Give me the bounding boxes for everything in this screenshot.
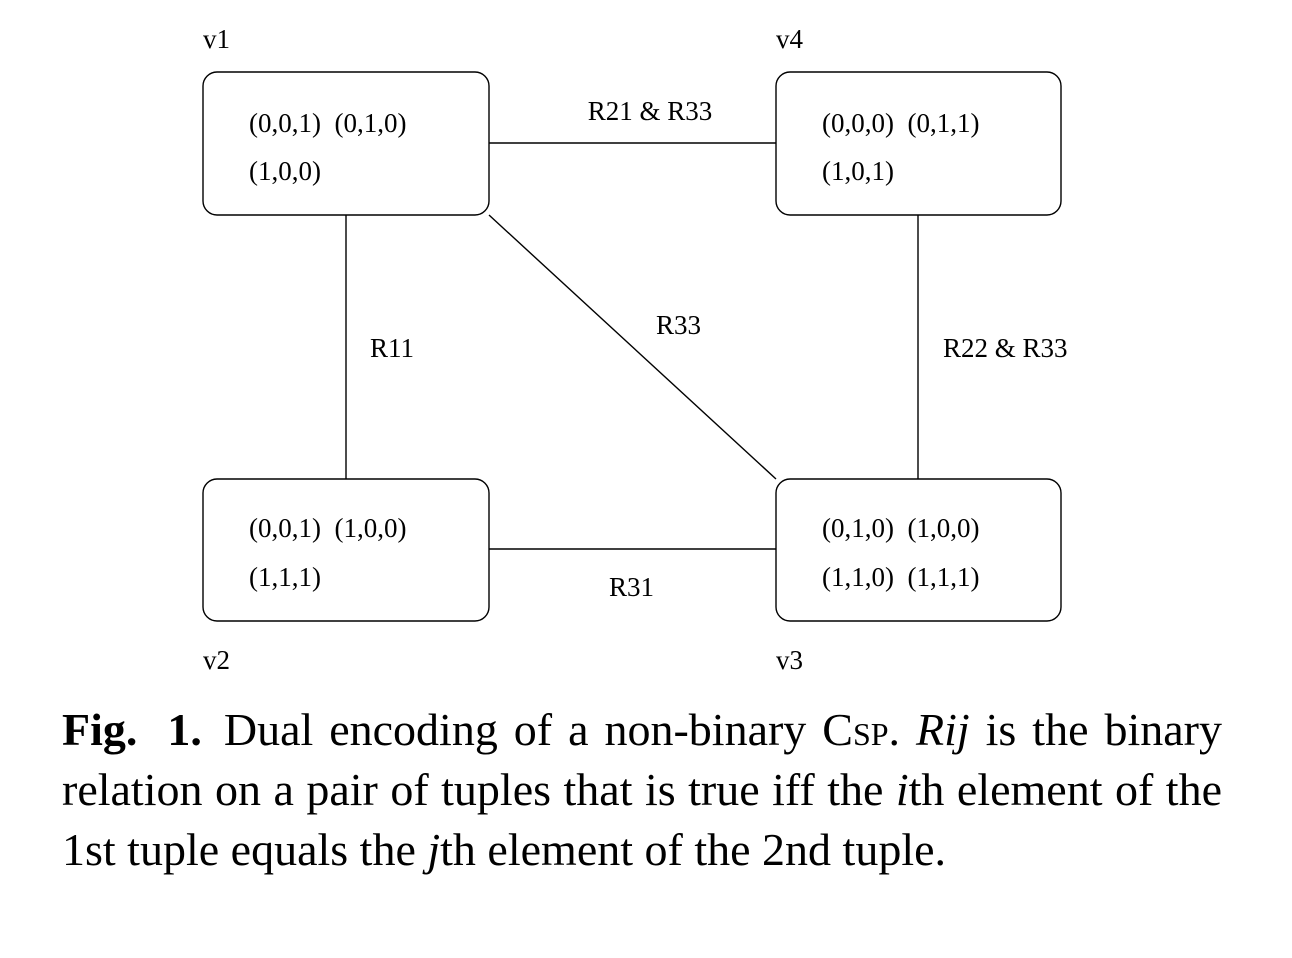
node-v4-label: v4 <box>776 24 804 54</box>
node-v1-label: v1 <box>203 24 230 54</box>
node-v3-tuples-line1: (0,1,0) (1,0,0) <box>822 513 979 543</box>
node-v4-box <box>775 71 1062 216</box>
node-v2-tuples-line1: (0,0,1) (1,0,0) <box>249 513 406 543</box>
caption-text-2: . <box>888 704 917 755</box>
node-v1: (0,0,1) (0,1,0) (1,0,0) v1 <box>202 24 490 216</box>
node-v4: (0,0,0) (0,1,1) (1,0,1) v4 <box>775 24 1062 216</box>
caption-text-5: th element of the 2nd tuple. <box>440 824 947 875</box>
node-v1-box <box>202 71 490 216</box>
caption-text-1: Dual encoding of a non-binary <box>223 704 823 755</box>
edge-v1-v3 <box>488 214 777 480</box>
node-v2-box <box>202 478 490 622</box>
node-v1-tuples-line1: (0,0,1) (0,1,0) <box>249 108 406 138</box>
caption-label: Fig. 1. <box>62 704 202 755</box>
caption-j: j <box>427 824 441 875</box>
dual-encoding-diagram: R21 & R33 R11 R33 R22 & R33 R31 (0,0,1) … <box>202 24 1068 675</box>
node-v1-tuples-line2: (1,0,0) <box>249 156 321 186</box>
edge-label-v1-v2: R11 <box>370 333 414 363</box>
node-v4-tuples-line1: (0,0,0) (0,1,1) <box>822 108 979 138</box>
caption-csp: Csp <box>822 704 889 755</box>
caption-text-3: is the binary relation on a pair of tupl… <box>62 704 1222 815</box>
edge-label-v1-v3: R33 <box>656 310 701 340</box>
caption-i: i <box>895 764 909 815</box>
node-v3-label: v3 <box>776 645 803 675</box>
figure-caption: Fig. 1. Dual encoding of a non-binary Csp… <box>62 700 1222 880</box>
node-v3-box <box>775 478 1062 622</box>
node-v3: (0,1,0) (1,0,0) (1,1,0) (1,1,1) v3 <box>775 478 1062 675</box>
caption-text-4: th element of the 1st tuple equals the <box>62 764 1222 875</box>
node-v2-label: v2 <box>203 645 230 675</box>
edge-label-v4-v3: R22 & R33 <box>943 333 1068 363</box>
caption-rij: Rij <box>916 704 970 755</box>
edge-label-v1-v4: R21 & R33 <box>588 96 713 126</box>
edge-label-v2-v3: R31 <box>609 572 654 602</box>
node-v2-tuples-line2: (1,1,1) <box>249 562 321 592</box>
node-v2: (0,0,1) (1,0,0) (1,1,1) v2 <box>202 478 490 675</box>
node-v3-tuples-line2: (1,1,0) (1,1,1) <box>822 562 979 592</box>
node-v4-tuples-line2: (1,0,1) <box>822 156 894 186</box>
